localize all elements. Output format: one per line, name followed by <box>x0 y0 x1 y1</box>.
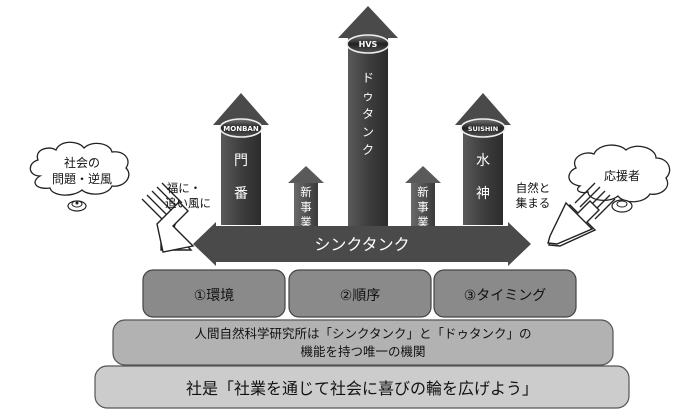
dotank-char-4: ン <box>362 125 374 139</box>
motto-text: 社是「社業を通じて社会に喜びの輪を広げよう」 <box>186 379 538 398</box>
right-cloud: 応援者 <box>568 144 671 203</box>
left-cloud-line-1: 社会の <box>64 155 100 170</box>
institute-line-1: 人間自然科学研究所は「シンクタンク」と「ドゥタンク」の <box>194 326 531 341</box>
pillar-suishin: SUISHIN 水 神 <box>455 93 511 225</box>
principle-box-timing <box>433 269 577 318</box>
shinjigyo-right-char-3: 業 <box>417 215 429 229</box>
monban-char-1: 門 <box>234 153 248 169</box>
headwind-arrow <box>141 182 195 253</box>
suishin-char-1: 水 <box>476 153 490 169</box>
principle-box-order <box>288 269 432 318</box>
principle-order: ②順序 <box>340 288 381 304</box>
dotank-char-2: ゥ <box>362 89 374 103</box>
monban-logo-badge: MONBAN <box>219 118 263 138</box>
right-caption-line-2: 集まる <box>516 196 551 210</box>
pillar-dotank: HVS ド ゥ タ ン ク <box>338 6 398 228</box>
pillar-monban: MONBAN 門 番 <box>213 93 269 225</box>
suishin-logo-text: SUISHIN <box>468 125 498 133</box>
hvs-logo-badge: HVS <box>346 34 390 54</box>
dotank-char-1: ド <box>362 71 374 85</box>
principles-level: ①環境 ②順序 ③タイミング <box>142 269 577 318</box>
left-caption-line-1: 福に・ <box>167 181 202 195</box>
motto-level: 社是「社業を通じて社会に喜びの輪を広げよう」 <box>94 365 630 409</box>
shinjigyo-left-char-3: 業 <box>300 215 312 229</box>
monban-char-2: 番 <box>234 186 248 202</box>
fan-icon <box>67 200 87 212</box>
left-cloud: 社会の 問題・逆風 <box>29 141 130 196</box>
dotank-char-5: ク <box>362 143 374 157</box>
shinjigyo-right-char-1: 新 <box>417 185 429 199</box>
shinjigyo-right-char-2: 事 <box>417 200 429 214</box>
left-cloud-line-2: 問題・逆風 <box>52 171 112 186</box>
principle-environment: ①環境 <box>194 288 235 304</box>
principle-timing: ③タイミング <box>464 288 547 304</box>
principle-box-environment <box>142 269 286 318</box>
suishin-logo-badge: SUISHIN <box>460 118 506 138</box>
hvs-logo-text: HVS <box>359 40 378 49</box>
supporter-arrow <box>547 182 616 247</box>
shinjigyo-left-char-2: 事 <box>300 200 312 214</box>
right-caption-line-1: 自然と <box>516 181 551 195</box>
think-tank-label: シンクタンク <box>314 235 409 254</box>
suishin-char-2: 神 <box>476 186 490 202</box>
right-cloud-text: 応援者 <box>604 169 640 183</box>
pillar-shinjigyo-right: 新 事 業 <box>405 166 441 229</box>
pillar-shinjigyo-left: 新 事 業 <box>288 166 324 229</box>
supporter-icon <box>611 199 633 213</box>
think-tank-arrow: シンクタンク <box>193 222 531 266</box>
institute-line-2: 機能を持つ唯一の機関 <box>300 344 425 359</box>
shinjigyo-left-char-1: 新 <box>300 185 312 199</box>
institute-level: 人間自然科学研究所は「シンクタンク」と「ドゥタンク」の 機能を持つ唯一の機関 <box>112 319 614 366</box>
left-caption-line-2: 追い風に <box>165 196 211 210</box>
dotank-char-3: タ <box>362 107 374 121</box>
monban-logo-text: MONBAN <box>223 125 259 133</box>
